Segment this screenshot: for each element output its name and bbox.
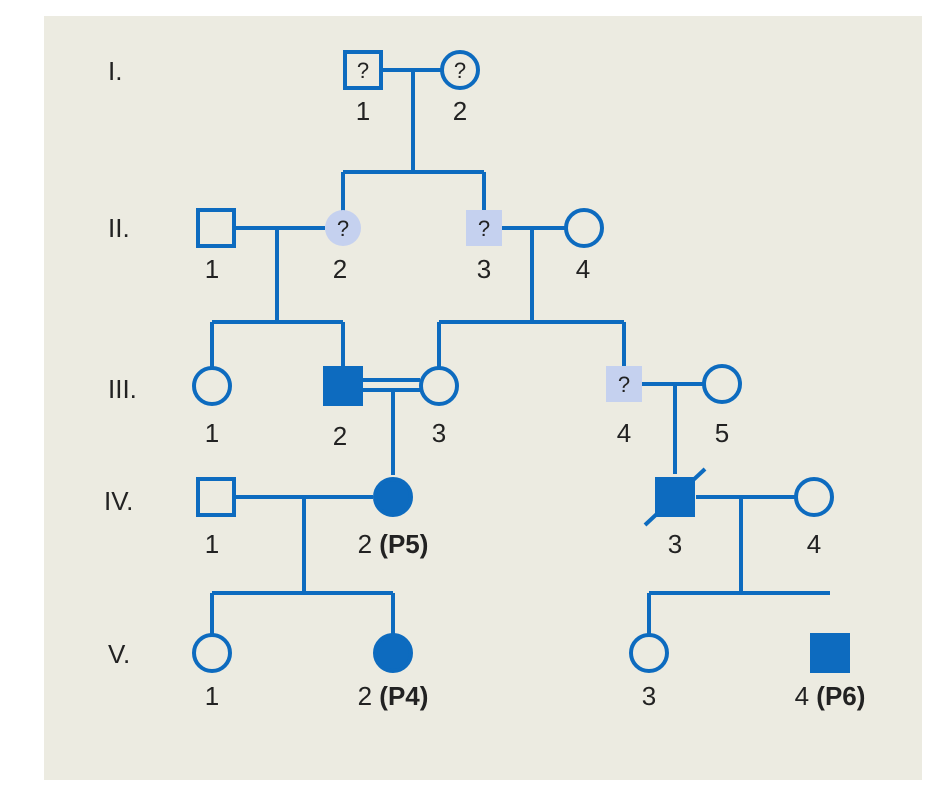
individual-number-label: 1: [356, 96, 370, 126]
individual-number-label: 2 (P4): [358, 681, 429, 711]
deceased-slash: [643, 467, 707, 527]
individual-II3: ?3: [466, 210, 502, 284]
individual-number-label: 1: [205, 418, 219, 448]
individual-I1: ?1: [343, 50, 383, 126]
individual-number-label: 1: [205, 529, 219, 559]
individual-II1: 1: [196, 208, 236, 284]
female-circle: [794, 477, 834, 517]
affected-female-circle: [373, 477, 413, 517]
individual-V3: 3: [629, 633, 669, 711]
individual-number-label: 5: [715, 418, 729, 448]
unknown-status-mark: ?: [478, 216, 490, 241]
individual-I2: ?2: [440, 50, 480, 126]
individual-III1: 1: [192, 366, 232, 448]
individual-number-label: 3: [668, 529, 682, 559]
individual-number-label: 3: [642, 681, 656, 711]
female-circle: [702, 364, 742, 404]
female-circle: [192, 366, 232, 406]
individual-number-label: 4: [807, 529, 821, 559]
generation-label-3: III.: [108, 374, 137, 404]
affected-female-circle: [373, 633, 413, 673]
male-square: [466, 210, 502, 246]
generation-label-4: IV.: [104, 486, 133, 516]
affected-male-square: [323, 366, 363, 406]
individual-number-label: 1: [205, 681, 219, 711]
individual-III5: 5: [702, 364, 742, 448]
individual-number-label: 4: [576, 254, 590, 284]
individual-III4: ?4: [606, 366, 642, 448]
female-circle: [629, 633, 669, 673]
pedigree-panel: [44, 16, 922, 780]
individual-number-label: 2: [333, 254, 347, 284]
individual-IV4: 4: [794, 477, 834, 559]
unknown-status-mark: ?: [454, 58, 466, 83]
individual-V4: 4 (P6): [795, 633, 866, 711]
individual-number-label: 4 (P6): [795, 681, 866, 711]
female-circle: [564, 208, 604, 248]
individual-number-label: 2: [453, 96, 467, 126]
generation-label-5: V.: [108, 639, 130, 669]
individual-III2: 2: [323, 366, 363, 451]
generation-label-1: I.: [108, 56, 122, 86]
individual-III3: 3: [419, 366, 459, 448]
individual-number-label: 3: [477, 254, 491, 284]
female-circle: [419, 366, 459, 406]
individual-number-label: 2: [333, 421, 347, 451]
individual-number-label: 3: [432, 418, 446, 448]
unknown-status-mark: ?: [618, 372, 630, 397]
male-square: [196, 208, 236, 248]
individual-IV1: 1: [196, 477, 236, 559]
individual-number-label: 2 (P5): [358, 529, 429, 559]
female-circle: [192, 633, 232, 673]
patient-id-label: (P4): [372, 681, 428, 711]
generation-label-2: II.: [108, 213, 130, 243]
male-square: [606, 366, 642, 402]
individual-number-label: 1: [205, 254, 219, 284]
individual-II2: ?2: [325, 210, 361, 284]
individual-V1: 1: [192, 633, 232, 711]
pedigree-lines: [210, 68, 830, 635]
male-square: [196, 477, 236, 517]
female-circle: [440, 50, 480, 90]
unknown-status-mark: ?: [357, 58, 369, 83]
affected-male-square: [810, 633, 850, 673]
patient-id-label: (P6): [809, 681, 865, 711]
individual-IV3: 3: [643, 467, 707, 559]
individual-V2: 2 (P4): [358, 633, 429, 711]
male-square: [343, 50, 383, 90]
unknown-status-mark: ?: [337, 216, 349, 241]
individual-number-label: 4: [617, 418, 631, 448]
patient-id-label: (P5): [372, 529, 428, 559]
individual-II4: 4: [564, 208, 604, 284]
female-circle: [325, 210, 361, 246]
individual-IV2: 2 (P5): [358, 477, 429, 559]
